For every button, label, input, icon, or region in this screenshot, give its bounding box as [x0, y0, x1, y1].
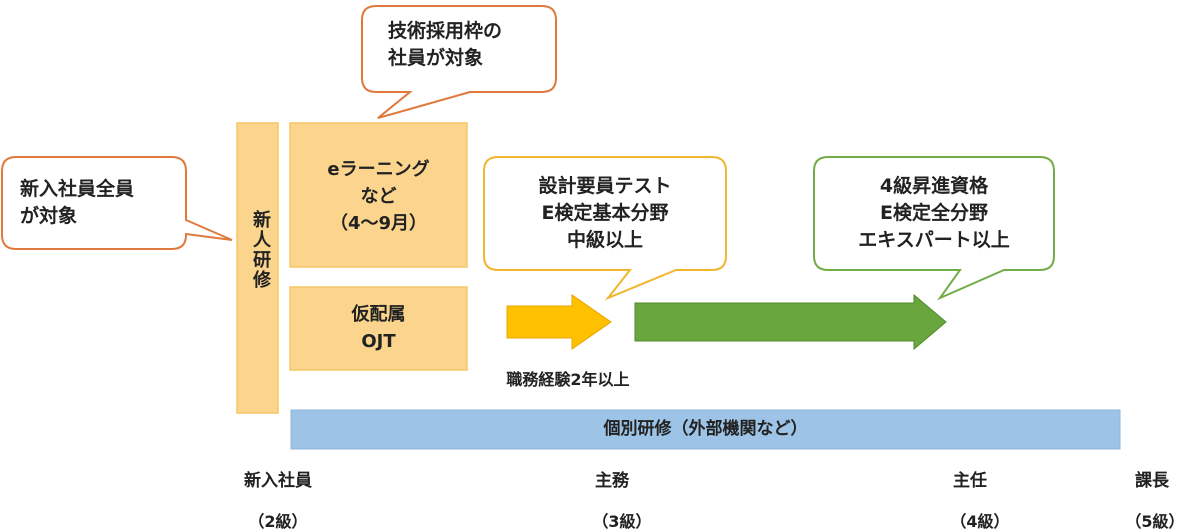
callout-grade4-shape: [813, 156, 1055, 301]
grade-new-hire: （2級）: [248, 512, 308, 531]
stage-shunin: 主任: [953, 471, 987, 491]
grade-shunin: （4級）: [950, 512, 1010, 531]
provisional-ojt-label: 仮配属 OJT: [351, 304, 406, 352]
callout-all-new-hires-shape: [1, 156, 233, 250]
yellow-arrow: [506, 294, 612, 350]
callout-tech-hires: 技術採用枠の 社員が対象: [388, 20, 503, 69]
new-hire-training-label: 新人研修: [250, 210, 271, 290]
grade-kacho: （5級）: [1125, 512, 1185, 531]
experience-label: 職務経験2年以上: [506, 370, 630, 389]
green-arrow: [634, 293, 947, 351]
individual-training-label: 個別研修（外部機関など）: [603, 419, 808, 439]
new-hire-training-bar: [236, 122, 279, 414]
stage-shumu: 主務: [595, 471, 629, 491]
provisional-ojt-box: [289, 286, 468, 371]
grade-shumu: （3級）: [592, 512, 652, 531]
callout-design-test-shape: [483, 156, 727, 301]
callout-all-new-hires: 新入社員全員 が対象: [20, 178, 135, 227]
elearning-label: eラーニング など （4～9月）: [327, 159, 430, 234]
stage-new-hire: 新入社員: [244, 471, 312, 491]
callout-tech-hires-shape: [361, 5, 557, 119]
stage-kacho: 課長: [1135, 471, 1169, 491]
callout-grade4-qualification: 4級昇進資格 E検定全分野 エキスパート以上: [858, 175, 1010, 251]
elearning-box: [289, 122, 468, 268]
individual-training-bar: [290, 409, 1121, 450]
callout-design-test: 設計要員テスト E検定基本分野 中級以上: [538, 175, 672, 251]
